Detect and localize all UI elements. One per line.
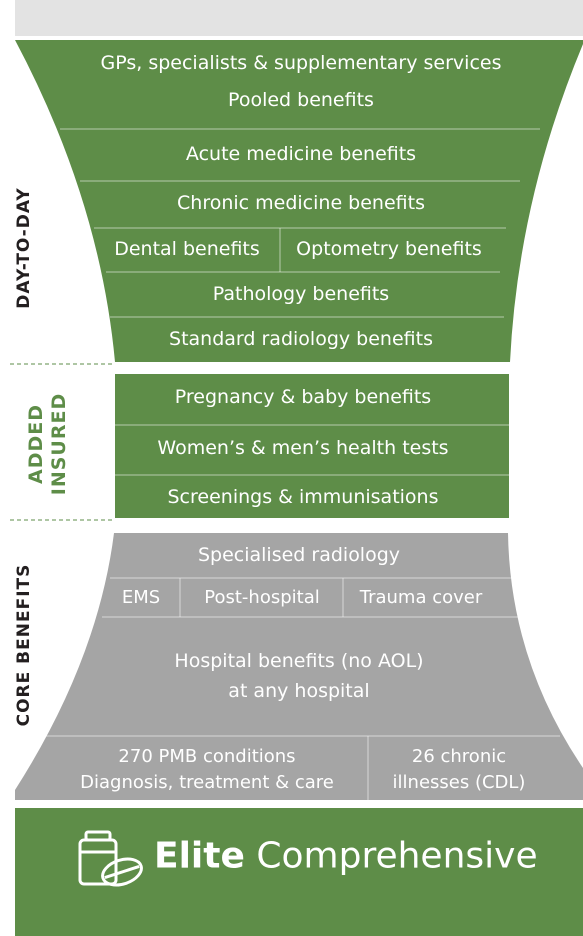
plan-name: Elite Comprehensive: [154, 836, 538, 877]
medicine-pills-icon: [78, 830, 143, 887]
standard-radiology-text: Standard radiology benefits: [169, 328, 433, 351]
diagnosis-treatment-text: Diagnosis, treatment & care: [80, 771, 334, 793]
chronic-illnesses-count-text: 26 chronic: [411, 745, 507, 767]
dividers: [40, 128, 560, 800]
acute-medicine-text: Acute medicine benefits: [185, 143, 417, 166]
screenings-text: Screenings & immunisations: [167, 486, 439, 509]
optometry-benefits-text: Optometry benefits: [296, 238, 482, 261]
footer-banner: [15, 808, 583, 936]
specialised-radiology-text: Specialised radiology: [197, 544, 401, 567]
side-label-added: ADDED: [25, 404, 47, 484]
trauma-cover-text: Trauma cover: [359, 586, 483, 608]
dental-benefits-text: Dental benefits: [114, 238, 260, 261]
chronic-medicine-text: Chronic medicine benefits: [177, 192, 425, 215]
core-benefits-section: [15, 533, 583, 800]
any-hospital-text: at any hospital: [228, 680, 370, 703]
hospital-benefits-text: Hospital benefits (no AOL): [174, 650, 424, 673]
plan-name-bold: Elite: [154, 835, 245, 877]
side-label-insured: INSURED: [48, 392, 70, 496]
post-hospital-text: Post-hospital: [204, 586, 320, 608]
plan-name-rest: Comprehensive: [256, 835, 538, 877]
pmb-conditions-text: 270 PMB conditions: [118, 745, 296, 767]
ems-text: EMS: [121, 586, 161, 608]
gps-specialists-text: GPs, specialists & supplementary service…: [100, 52, 502, 75]
day-to-day-section: [15, 40, 583, 362]
top-band: [15, 0, 583, 36]
pooled-benefits-text: Pooled benefits: [228, 89, 374, 112]
side-label-core-benefits: CORE BENEFITS: [14, 563, 34, 727]
chronic-illnesses-cdl-text: illnesses (CDL): [392, 771, 526, 793]
pregnancy-benefits-text: Pregnancy & baby benefits: [174, 386, 432, 409]
pathology-benefits-text: Pathology benefits: [212, 283, 390, 306]
health-tests-text: Women’s & men’s health tests: [157, 437, 449, 460]
added-insured-section: [115, 374, 509, 518]
side-label-day-to-day: DAY-TO-DAY: [14, 187, 34, 309]
